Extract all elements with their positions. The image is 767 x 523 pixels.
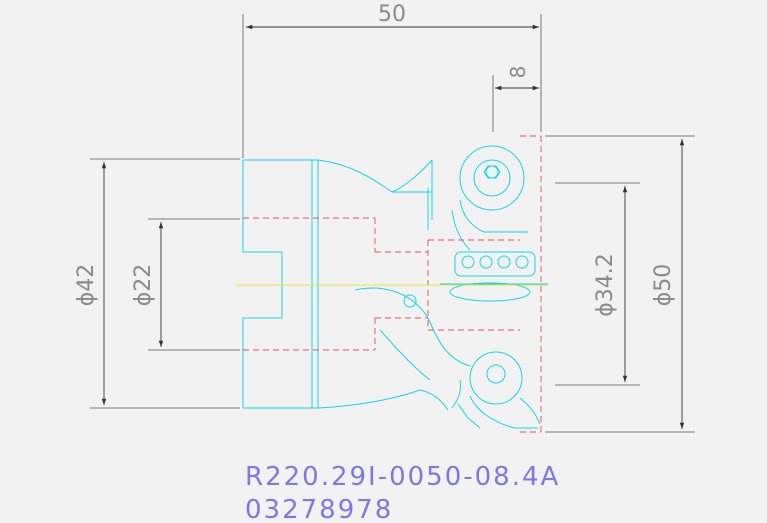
dim-overall-length: 50 [378, 2, 406, 27]
dim-shank-diameter: ϕ42 [74, 264, 99, 307]
part-number: R220.29I-0050-08.4A [245, 462, 560, 492]
extension-lines [90, 14, 695, 433]
cutter-body-outline [242, 145, 548, 429]
order-code: 03278978 [245, 495, 393, 523]
dim-bore-diameter: ϕ22 [131, 264, 156, 307]
dim-insert-offset: 8 [506, 66, 530, 79]
dimension-lines [101, 24, 685, 429]
dim-cutting-diameter: ϕ50 [651, 264, 676, 307]
dim-inner-cut-diameter: ϕ34.2 [593, 253, 618, 317]
